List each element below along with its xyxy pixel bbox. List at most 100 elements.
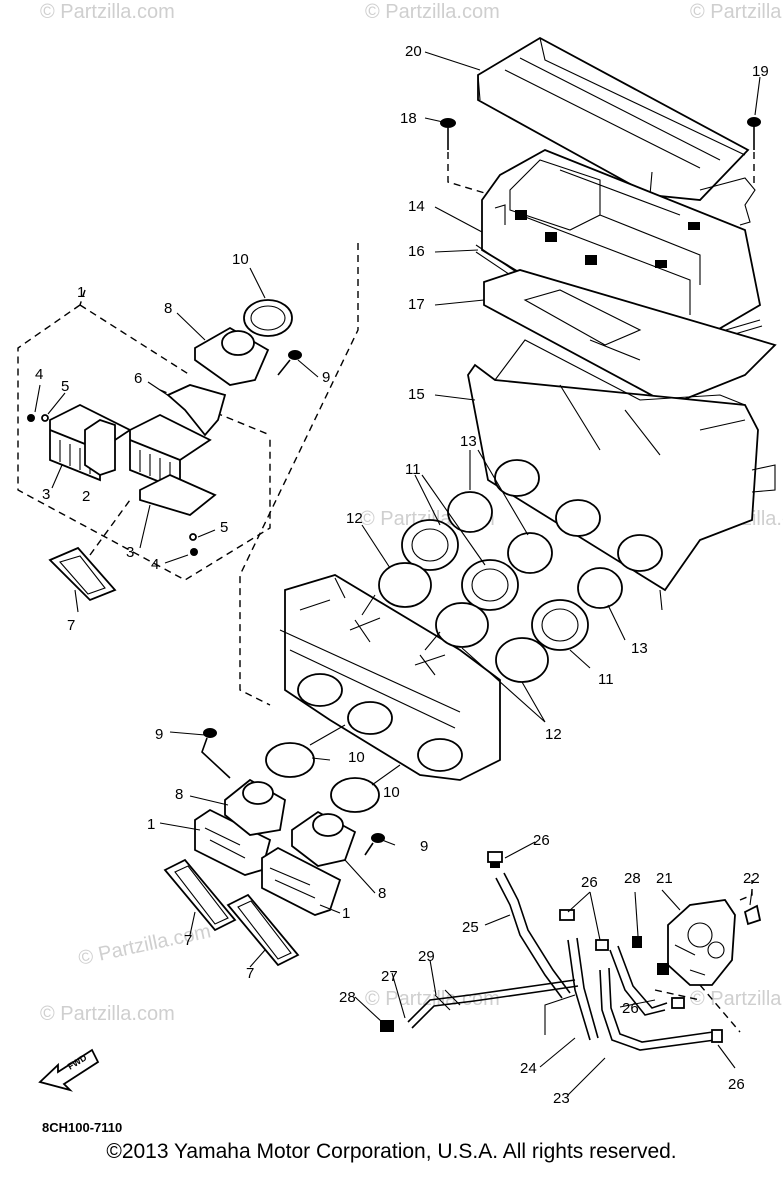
callout-12: 12 (346, 510, 363, 527)
callout-1: 1 (77, 284, 85, 301)
callout-6: 6 (134, 370, 142, 387)
callout-10: 10 (348, 749, 365, 766)
callout-10: 10 (232, 251, 249, 268)
fuel-hose (567, 939, 591, 1041)
callout-5: 5 (61, 378, 69, 395)
reed-plate (84, 419, 116, 476)
hose-clip (711, 1029, 723, 1043)
intake-boot (401, 519, 459, 571)
watermark-text: © Partzilla.com (40, 1003, 175, 1025)
callout-3: 3 (42, 486, 50, 503)
callout-13: 13 (631, 640, 648, 657)
fuel-pump-assembly (380, 851, 762, 1051)
callout-2: 2 (82, 488, 90, 505)
callout-23: 23 (553, 1090, 570, 1107)
fuel-hose (495, 877, 563, 999)
screw-9 (277, 350, 302, 376)
screw-9 (201, 728, 231, 779)
fuel-hose (609, 949, 666, 1016)
bolt-4 (27, 414, 35, 422)
callout-26: 26 (533, 832, 550, 849)
hose-clamp (378, 562, 432, 608)
carburetor-bodies (284, 574, 501, 781)
callout-26: 26 (622, 1000, 639, 1017)
callout-28: 28 (339, 989, 356, 1006)
callout-5: 5 (220, 519, 228, 536)
intake-boots (361, 491, 623, 683)
callout-8: 8 (175, 786, 183, 803)
callout-27: 27 (381, 968, 398, 985)
washer-5 (189, 533, 197, 541)
intake-boot (461, 559, 519, 611)
gasket (226, 893, 300, 967)
intake-boot (531, 599, 589, 651)
callout-26: 26 (728, 1076, 745, 1093)
diagram-code: 8CH100-7110 (42, 1120, 122, 1135)
watermark-text: © Partzilla.com (690, 1, 783, 23)
watermark-text: © Partzilla.com (690, 988, 783, 1010)
callout-13: 13 (460, 433, 477, 450)
callout-11: 11 (598, 671, 614, 688)
callout-1: 1 (342, 905, 350, 922)
fuel-pump (667, 899, 736, 986)
reed-valve-assembly (17, 289, 302, 602)
callout-8: 8 (378, 885, 386, 902)
washer-5 (41, 414, 49, 422)
callout-1: 1 (147, 816, 155, 833)
callout-4: 4 (35, 366, 43, 383)
copyright-notice: ©2013 Yamaha Motor Corporation, U.S.A. A… (106, 1140, 677, 1163)
screw-18 (440, 118, 489, 195)
hose-clip (632, 936, 642, 948)
callout-9: 9 (420, 838, 428, 855)
hose-clamp (507, 532, 553, 574)
hose-clip (487, 851, 503, 868)
callout-26: 26 (581, 874, 598, 891)
callout-25: 25 (462, 919, 479, 936)
fuel-hose (407, 979, 576, 1023)
callout-4: 4 (151, 556, 159, 573)
air-box-assembly (440, 36, 777, 611)
air-filter-element (483, 269, 777, 406)
watermark-text: © Partzilla.com (76, 920, 212, 970)
callout-labels: 20 19 18 14 16 17 15 10 1 8 9 6 4 5 3 2 … (35, 43, 769, 1107)
callout-7: 7 (67, 617, 75, 634)
bolt-4 (190, 548, 198, 556)
callout-7: 7 (246, 965, 254, 982)
callout-21: 21 (656, 870, 673, 887)
callout-10: 10 (383, 784, 400, 801)
hose-clip (559, 909, 575, 921)
hose-clamp (447, 491, 493, 533)
callout-16: 16 (408, 243, 425, 260)
gasket (163, 858, 237, 932)
callout-9: 9 (155, 726, 163, 743)
callout-11: 11 (405, 461, 421, 478)
callout-18: 18 (400, 110, 417, 127)
hose-clip (380, 1020, 394, 1032)
callout-28: 28 (624, 870, 641, 887)
hose-clamp (577, 567, 623, 609)
watermark-text: © Partzilla.com (40, 1, 175, 23)
reed-divider (166, 384, 227, 437)
hose-clip (671, 997, 685, 1009)
hose-clamp (265, 742, 315, 778)
lower-reed-and-joints (163, 724, 401, 967)
hose-clamp (435, 602, 489, 648)
callout-20: 20 (405, 43, 422, 60)
callout-8: 8 (164, 300, 172, 317)
air-box-intake-hole (617, 534, 663, 572)
callout-24: 24 (520, 1060, 537, 1077)
forward-arrow: FWD (38, 1048, 100, 1092)
callout-15: 15 (408, 386, 425, 403)
callout-3: 3 (126, 544, 134, 561)
hose-clip (595, 939, 609, 951)
leader-lines (34, 51, 761, 1096)
bolt-19 (699, 117, 761, 226)
callout-29: 29 (418, 948, 435, 965)
watermark-text: © Partzilla.com (365, 1, 500, 23)
gasket (48, 546, 117, 602)
air-box-intake-hole (555, 499, 601, 537)
callout-12: 12 (545, 726, 562, 743)
fitting-22 (743, 904, 762, 926)
